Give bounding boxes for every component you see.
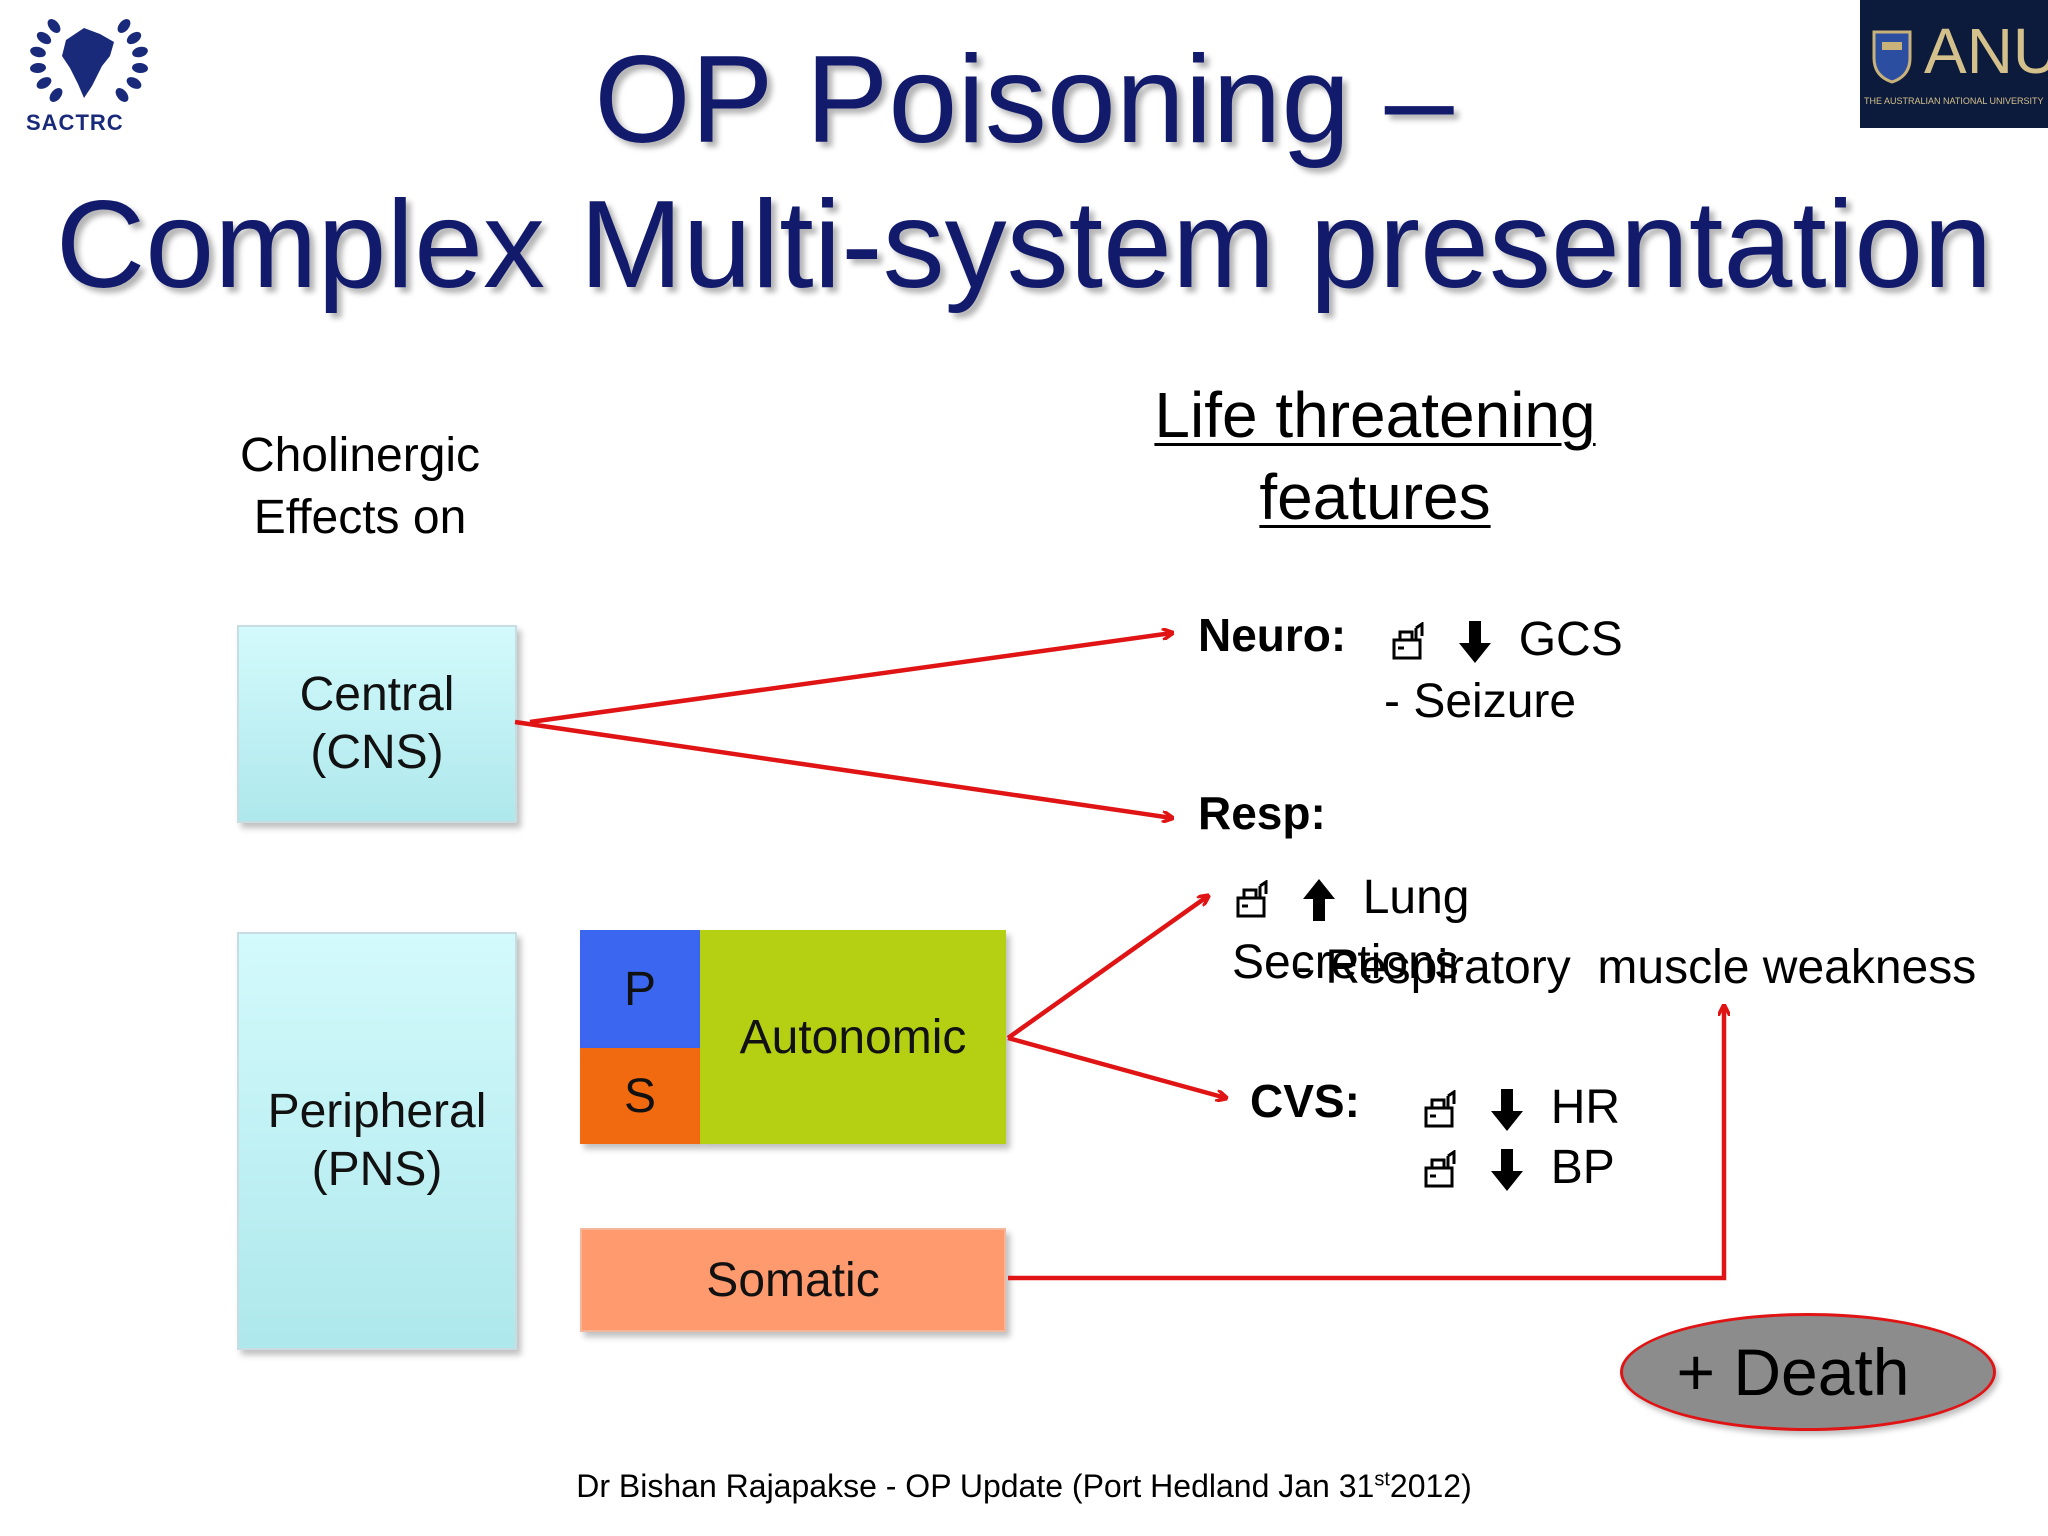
arrow-cns-to-resp [514,719,1172,818]
footer-year: 2012) [1389,1468,1472,1504]
central-cns-box: Central (CNS) [237,625,517,823]
neuro-gcs-row: GCS [1390,612,1623,667]
neuro-gcs-text: GCS [1518,613,1623,666]
arrow-up-icon [1303,879,1336,922]
arrow-autonomic-to-resp [1006,896,1208,1040]
footer-sup: st [1374,1468,1390,1491]
anu-logo-subtext: THE AUSTRALIAN NATIONAL UNIVERSITY [1864,96,2044,106]
peripheral-pns-box: Peripheral (PNS) [237,932,517,1350]
page-title-line1: OP Poisoning – [594,31,1454,169]
p-label: P [623,962,656,1016]
resp-muscle-weakness: - Respiratory muscle weakness [1296,941,1977,994]
cns-label: (CNS) [310,726,444,779]
hand-pointing-icon [1236,880,1268,918]
cvs-label: CVS: [1250,1075,1360,1127]
autonomic-box: Autonomic [700,930,1006,1144]
resp-secretions: Secretions [1232,936,1459,989]
arrow-down-icon [1459,621,1492,664]
left-heading-line1: Cholinergic [239,429,481,482]
central-label: Central [299,668,455,721]
page-title-line2: Complex Multi-system presentation [55,176,1993,314]
sactrc-emblem-icon [30,19,148,102]
hand-pointing-icon [1392,622,1424,660]
right-heading-line1: Life threatening [1154,379,1596,451]
sactrc-logo: SACTRC [14,6,164,136]
arrow-down-icon [1491,1089,1524,1132]
arrow-cns-to-neuro [529,633,1172,725]
sactrc-logo-text: SACTRC [26,110,124,135]
neuro-label: Neuro: [1198,609,1347,661]
p-parasympathetic-box: P [580,930,700,1048]
somatic-label: Somatic [706,1253,880,1307]
hand-pointing-icon [1424,1090,1456,1128]
resp-lung-text: Lung [1362,871,1470,924]
arrow-autonomic-to-cvs [1007,1035,1226,1098]
anu-crest-icon [1872,30,1912,84]
resp-lung-row: Lung [1234,870,1469,925]
cvs-hr-row: HR [1422,1080,1620,1135]
footer-credit: Dr Bishan Rajapakse - OP Update (Port He… [0,1468,2048,1505]
cvs-bp-row: BP [1422,1140,1615,1195]
cvs-bp-text: BP [1550,1141,1615,1194]
autonomic-label: Autonomic [739,1010,967,1064]
cvs-hr-text: HR [1550,1081,1621,1134]
arrow-down-icon [1491,1149,1524,1192]
s-label: S [623,1069,656,1123]
death-label: + Death [1676,1335,1910,1409]
somatic-box: Somatic [580,1228,1006,1332]
neuro-seizure: - Seizure [1384,675,1577,728]
footer-author: Dr Bishan Rajapakse - OP Update (Port He… [576,1468,1375,1504]
left-heading-line2: Effects on [253,491,467,544]
pns-label: (PNS) [311,1143,443,1196]
peripheral-label: Peripheral [267,1085,487,1138]
resp-label: Resp: [1198,787,1326,839]
anu-logo-text: ANU [1924,15,2048,87]
s-sympathetic-box: S [580,1048,700,1144]
death-ellipse: + Death [1620,1313,1996,1431]
hand-pointing-icon [1424,1150,1456,1188]
anu-logo: ANU THE AUSTRALIAN NATIONAL UNIVERSITY [1860,0,2048,128]
right-heading-line2: features [1259,461,1491,533]
arrow-somatic-to-weakness [1008,1006,1724,1281]
